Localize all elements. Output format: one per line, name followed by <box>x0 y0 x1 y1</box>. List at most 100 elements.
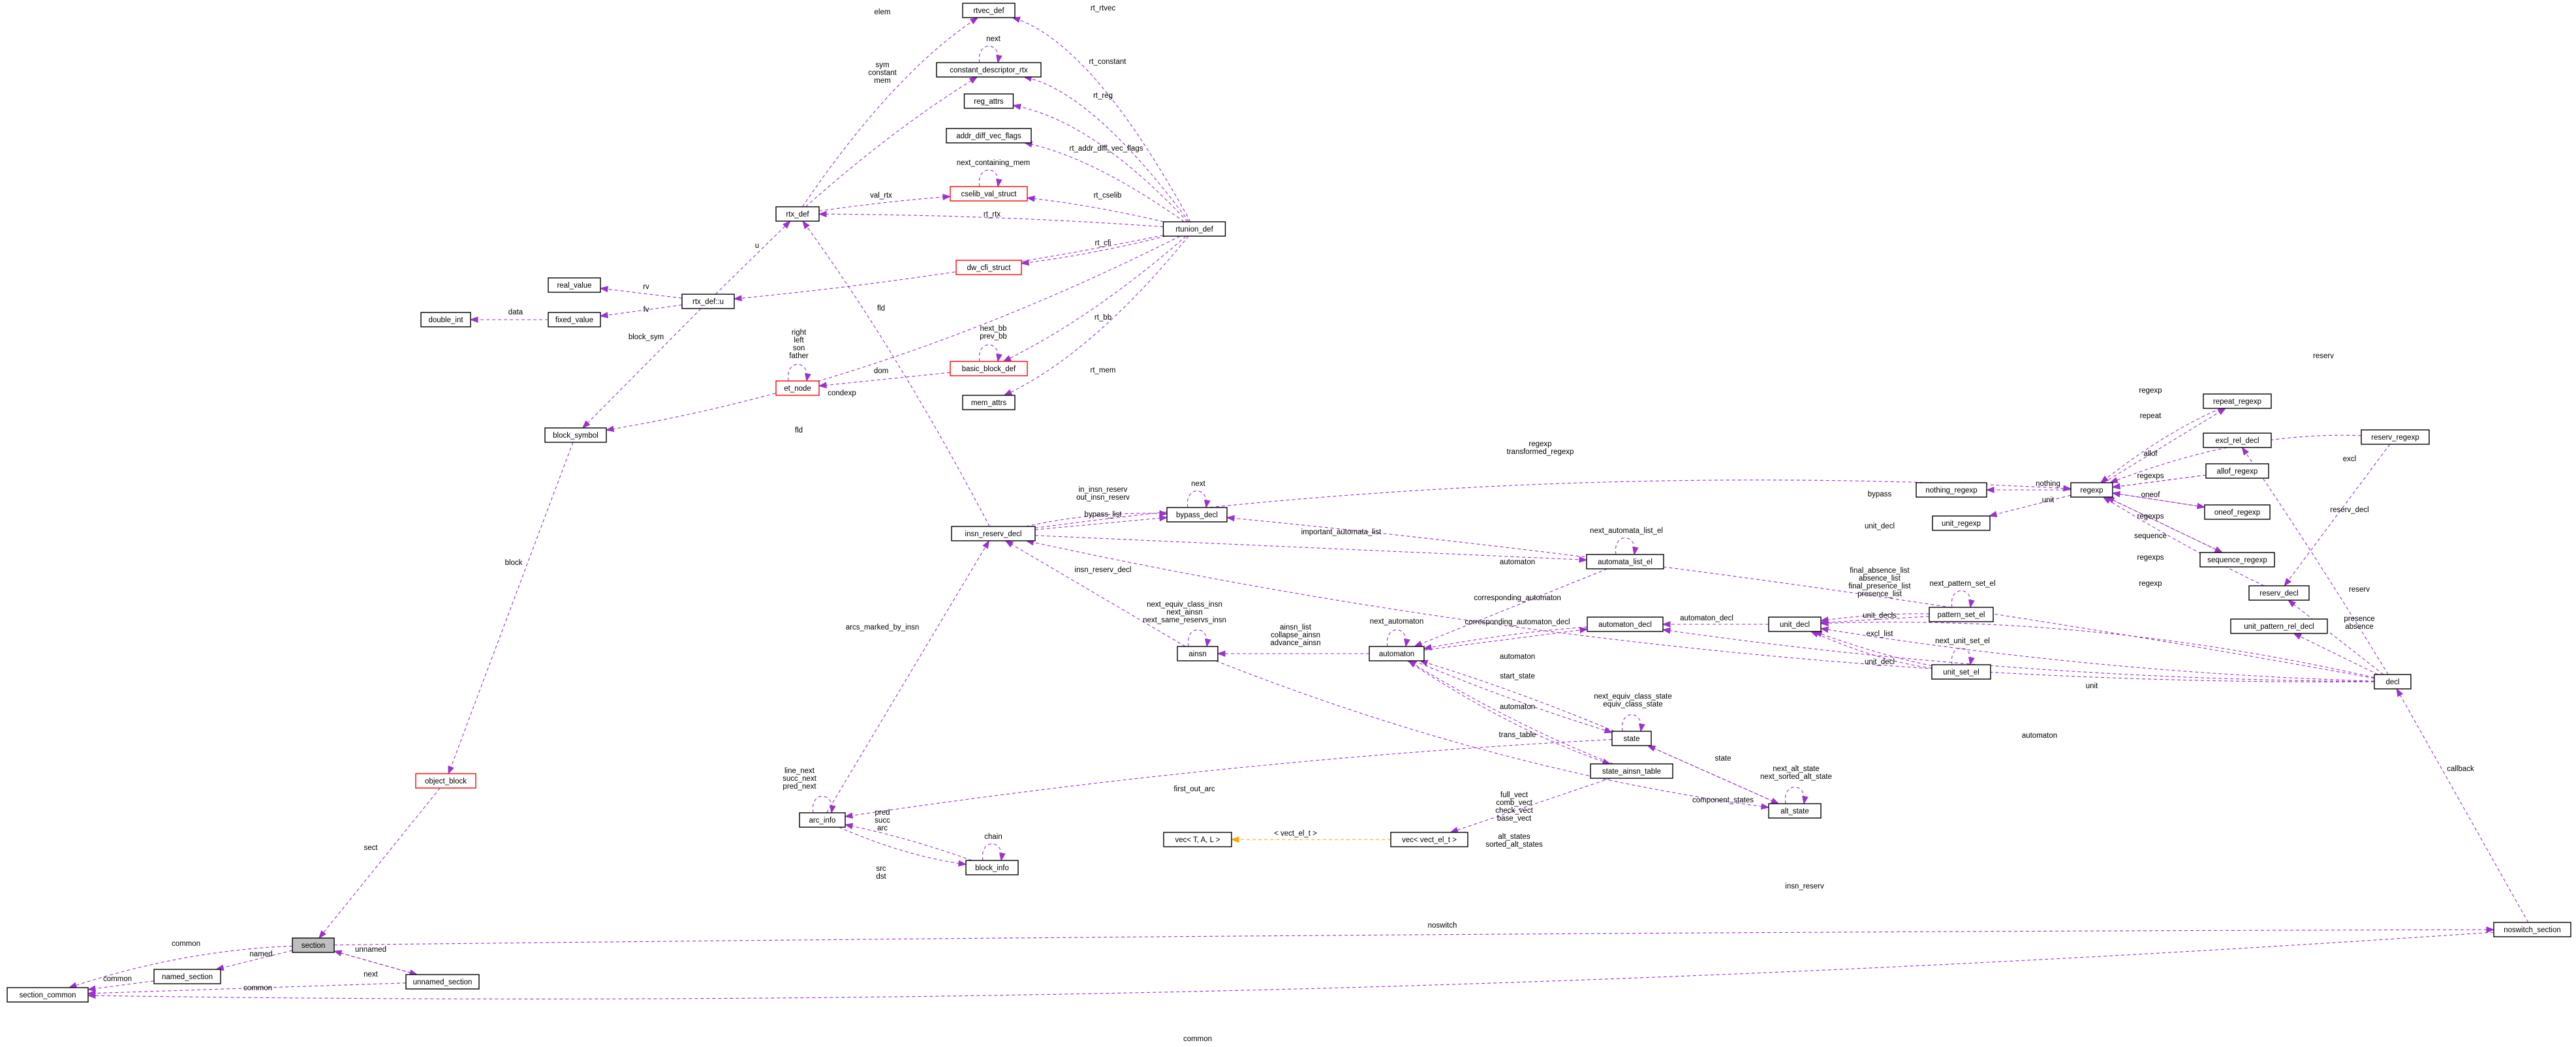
node-box <box>936 62 1042 78</box>
node-unnamed-section[interactable]: unnamed_section <box>405 974 480 990</box>
edge-label-next-containing-mem: next_containing_mem <box>957 159 1031 167</box>
node-reg-attrs[interactable]: reg_attrs <box>963 93 1014 109</box>
node-regexp[interactable]: regexp <box>2070 482 2113 498</box>
node-box <box>2199 552 2275 568</box>
node-box <box>2374 674 2412 690</box>
node-state[interactable]: state <box>1611 731 1652 746</box>
node-named-section[interactable]: named_section <box>153 969 221 984</box>
node-rtunion-def[interactable]: rtunion_def <box>1162 221 1226 237</box>
arrowhead <box>1985 487 1994 493</box>
node-noswitch-section[interactable]: noswitch_section <box>2493 922 2571 937</box>
node-vec-vect-el-t[interactable]: vec< vect_el_t > <box>1390 832 1468 847</box>
node-vec-t-a-l[interactable]: vec< T, A, L > <box>1163 832 1232 847</box>
node-block-symbol[interactable]: block_symbol <box>544 427 607 443</box>
node-unit-regexp[interactable]: unit_regexp <box>1932 515 1991 531</box>
edge-line <box>1647 745 1779 804</box>
node-rtx-def[interactable]: rtx_def <box>775 206 820 222</box>
edge-line <box>1003 235 1187 362</box>
node-nothing-regexp[interactable]: nothing_regexp <box>1916 482 1987 498</box>
node-excl-rel-decl[interactable]: excl_rel_decl <box>2203 432 2272 448</box>
edge-label-rt-addr-diff-vec-flags: rt_addr_diff_vec_flags <box>1070 145 1143 153</box>
node-mem-attrs[interactable]: mem_attrs <box>962 395 1016 410</box>
node-label: rtunion_def <box>1175 226 1213 234</box>
node-box <box>292 937 335 953</box>
node-allof-regexp[interactable]: allof_regexp <box>2205 463 2269 479</box>
edge-line <box>1021 235 1166 264</box>
node-label: oneof_regexp <box>2214 509 2260 517</box>
node-sequence-regexp[interactable]: sequence_regexp <box>2199 552 2275 568</box>
node-unit-decl[interactable]: unit_decl <box>1768 616 1822 632</box>
edge-label-sym-constant-mem: constant <box>868 69 897 77</box>
node-basic-block-def[interactable]: basic_block_def <box>950 361 1028 376</box>
node-double-int[interactable]: double_int <box>420 312 471 327</box>
node-oneof-regexp[interactable]: oneof_regexp <box>2204 504 2271 520</box>
arrowhead <box>996 54 1002 64</box>
node-box <box>1916 482 1987 498</box>
node-cselib-val-struct[interactable]: cselib_val_struct <box>950 186 1028 202</box>
node-bypass-decl[interactable]: bypass_decl <box>1166 507 1228 523</box>
node-object-block[interactable]: object_block <box>415 773 476 789</box>
node-section[interactable]: section <box>292 937 335 953</box>
edge-label-sequence: sequence <box>2134 532 2167 540</box>
node-unit-set-el[interactable]: unit_set_el <box>1931 664 1991 680</box>
node-addr-diff-vec-flags[interactable]: addr_diff_vec_flags <box>946 128 1032 144</box>
edge-label-in-out-insn-reserv: out_insn_reserv <box>1076 494 1130 502</box>
node-reserv-regexp[interactable]: reserv_regexp <box>2361 429 2430 445</box>
node-automata-list-el[interactable]: automata_list_el <box>1586 554 1664 569</box>
node-unit-pattern-rel-decl[interactable]: unit_pattern_rel_decl <box>2230 618 2328 634</box>
arrowhead <box>318 930 326 939</box>
edge-label-arcs-marked-by-insn: arcs_marked_by_insn <box>846 624 920 631</box>
arrowhead <box>1404 638 1410 648</box>
node-rtx-def-u[interactable]: rtx_def::u <box>681 294 735 309</box>
node-constant-descriptor-rtx[interactable]: constant_descriptor_rtx <box>936 62 1042 78</box>
edge-rtunion-def-to-addr-diff-vec-flags <box>1023 141 1185 222</box>
node-pattern-set-el[interactable]: pattern_set_el <box>1929 607 1994 622</box>
node-rtvec-def[interactable]: rtvec_def <box>962 3 1016 18</box>
node-label: repeat_regexp <box>2213 398 2261 406</box>
node-block-info[interactable]: block_info <box>965 860 1019 875</box>
node-dw-cfi-struct[interactable]: dw_cfi_struct <box>955 260 1022 275</box>
edge-label-rt-rtx: rt_rtx <box>984 211 1001 219</box>
node-label: automaton_decl <box>1598 621 1652 629</box>
node-box <box>962 3 1016 18</box>
arrowhead <box>1012 16 1021 23</box>
node-label: object_block <box>425 778 467 785</box>
arrowhead <box>1012 103 1021 110</box>
node-automaton[interactable]: automaton <box>1369 646 1425 661</box>
node-section-common[interactable]: section_common <box>7 987 89 1003</box>
node-alt-state[interactable]: alt_state <box>1768 803 1822 819</box>
node-reserv-decl[interactable]: reserv_decl <box>2248 585 2310 601</box>
edge-label-start-state: start_state <box>1500 673 1535 680</box>
node-arc-info[interactable]: arc_info <box>799 812 846 828</box>
edge-line <box>1215 660 1769 808</box>
node-decl[interactable]: decl <box>2374 674 2412 690</box>
node-real-value[interactable]: real_value <box>548 277 601 293</box>
node-box <box>548 277 601 293</box>
node-repeat-regexp[interactable]: repeat_regexp <box>2203 393 2272 409</box>
edge-line <box>1187 630 1208 647</box>
arrowhead <box>1968 599 1975 609</box>
edge-label-et-node-self: left <box>794 337 804 344</box>
node-automaton-decl[interactable]: automaton_decl <box>1587 616 1664 632</box>
node-ainsn[interactable]: ainsn <box>1177 646 1218 661</box>
arrowhead <box>2284 577 2292 587</box>
edge-named-section-to-section-common <box>87 980 155 992</box>
edge-regexp-to-nothing-regexp <box>1985 487 2071 493</box>
edge-label-component-states: component_states <box>1692 797 1754 804</box>
edge-label-next-bb-prev-bb: prev_bb <box>980 333 1007 341</box>
edge-label-allof: allof <box>2143 450 2158 458</box>
edge-label-next-bb-prev-bb: next_bb <box>980 325 1007 333</box>
node-box <box>420 312 471 327</box>
node-label: section_common <box>20 992 76 999</box>
edge-line <box>805 76 978 207</box>
node-fixed-value[interactable]: fixed_value <box>548 312 601 327</box>
node-state-ainsn-table[interactable]: state_ainsn_table <box>1590 763 1673 779</box>
node-box <box>7 987 89 1003</box>
node-insn-reserv-decl[interactable]: insn_reserv_decl <box>951 526 1036 541</box>
node-label: basic_block_def <box>962 365 1016 373</box>
node-et-node[interactable]: et_node <box>775 380 820 396</box>
edge-line <box>787 364 808 382</box>
node-box <box>2230 618 2328 634</box>
arrowhead <box>1632 546 1639 556</box>
edge-rtunion-def-to-rtvec-def <box>1012 16 1191 222</box>
